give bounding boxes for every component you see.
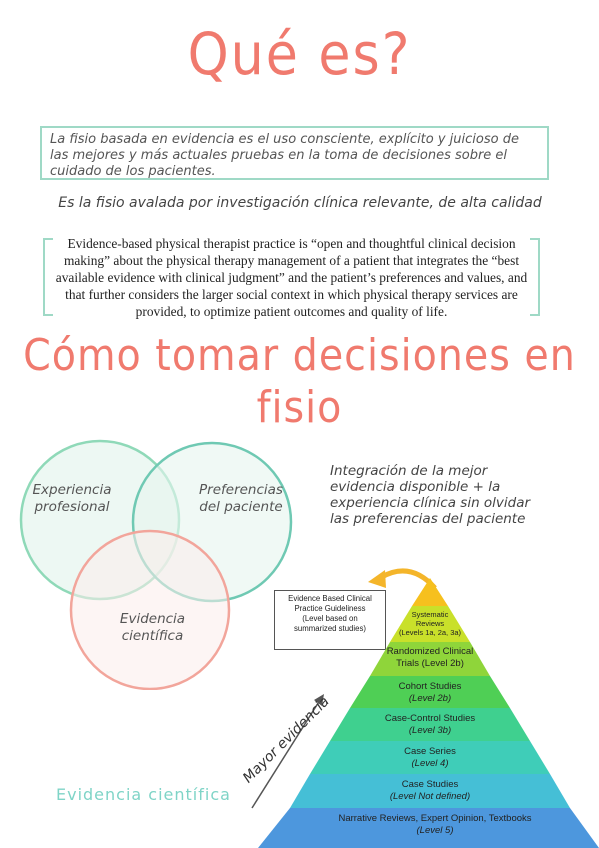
pyramid-tier-6	[290, 774, 570, 808]
pyr-l1-line2: Reviews	[415, 619, 445, 628]
arrow-head-icon	[368, 570, 386, 588]
ebp-box-line3: (Level based on	[302, 614, 358, 623]
venn-label-evidencia-l2: científica	[121, 628, 184, 644]
venn-circle-evidencia	[69, 529, 231, 690]
pyr-l5-line2: (Level 4)	[411, 757, 449, 769]
ebp-box-line1: Evidence Based Clinical	[288, 594, 372, 603]
pyr-l3-line2: (Level 2b)	[408, 692, 452, 704]
pyramid-tier-7	[258, 808, 599, 848]
mayor-arrow-line	[251, 699, 321, 809]
pyr-l3-line1: Cohort Studies	[398, 681, 462, 692]
pyramid-label-case-series: Case Series (Level 4)	[350, 746, 510, 769]
pyramid-label-cohort: Cohort Studies (Level 2b)	[360, 681, 500, 704]
pyr-l4-line1: Case-Control Studies	[384, 713, 476, 724]
subtitle-line: Es la fisio avalada por investigación cl…	[58, 195, 542, 211]
evidencia-cientifica-footer: Evidencia científica	[56, 785, 231, 804]
pyramid-label-systematic: Systematic Reviews (Levels 1a, 2a, 3a)	[385, 610, 475, 637]
pyr-l7-line1: Narrative Reviews, Expert Opinion, Textb…	[338, 813, 532, 824]
pyramid-tier-4	[330, 708, 530, 741]
pyr-l4-line2: (Level 3b)	[408, 724, 452, 736]
ebp-quote: Evidence-based physical therapist practi…	[55, 236, 528, 319]
venn-label-experiencia: Experiencia profesional	[22, 482, 122, 516]
mayor-arrow-head-icon	[314, 694, 324, 706]
pyramid-label-case-control: Case-Control Studies (Level 3b)	[350, 713, 510, 736]
pyramid-tier-3	[350, 676, 510, 708]
pyramid-tier-top	[412, 578, 448, 606]
venn-label-preferencias-l2: del paciente	[199, 499, 283, 515]
ebp-guidelines-box: Evidence Based Clinical Practice Guideli…	[274, 590, 386, 650]
pyr-l6-line1: Case Studies	[401, 779, 459, 790]
venn-label-preferencias-l1: Preferencias	[199, 482, 283, 498]
venn-label-preferencias: Preferencias del paciente	[186, 482, 296, 516]
pyr-l7-line2: (Level 5)	[416, 824, 454, 836]
pyramid-label-case-studies: Case Studies (Level Not defined)	[340, 779, 520, 802]
pyramid-tier-2	[370, 642, 490, 676]
venn-label-experiencia-l1: Experiencia	[32, 482, 112, 498]
pyr-l5-line1: Case Series	[404, 746, 456, 757]
venn-diagram	[19, 439, 293, 690]
venn-label-experiencia-l2: profesional	[34, 499, 110, 515]
pyr-l6-line2: (Level Not defined)	[389, 790, 471, 802]
venn-label-evidencia-l1: Evidencia	[119, 611, 186, 627]
quote-bracket-right	[530, 238, 540, 316]
pyr-l2-line1: Randomized Clinical	[386, 646, 474, 657]
evidence-pyramid	[251, 568, 599, 848]
pyr-l1-line1: Systematic	[411, 610, 449, 619]
section-title-line2: fisio	[256, 382, 343, 433]
integration-text: Integración de la mejor evidencia dispon…	[330, 463, 531, 527]
page-title: Qué es?	[187, 20, 412, 88]
section-title: Cómo tomar decisiones en fisio	[0, 330, 599, 434]
pyramid-label-rct: Randomized Clinical Trials (Level 2b)	[375, 646, 485, 669]
pyramid-tier-5	[310, 741, 550, 774]
quote-bracket-left	[43, 238, 53, 316]
pyramid-tier-1	[390, 606, 470, 642]
pyr-l1-line3: (Levels 1a, 2a, 3a)	[398, 628, 462, 637]
section-title-line1: Cómo tomar decisiones en	[23, 330, 576, 381]
definition-box: La fisio basada en evidencia es el uso c…	[40, 126, 549, 180]
pyr-l2-line2: Trials (Level 2b)	[396, 657, 464, 669]
ebp-box-line2: Practice Guideliness	[294, 604, 366, 613]
ebp-box-line4: summarized studies)	[294, 624, 366, 633]
pyramid-label-narrative: Narrative Reviews, Expert Opinion, Textb…	[290, 813, 580, 836]
venn-label-evidencia: Evidencia científica	[105, 611, 200, 645]
